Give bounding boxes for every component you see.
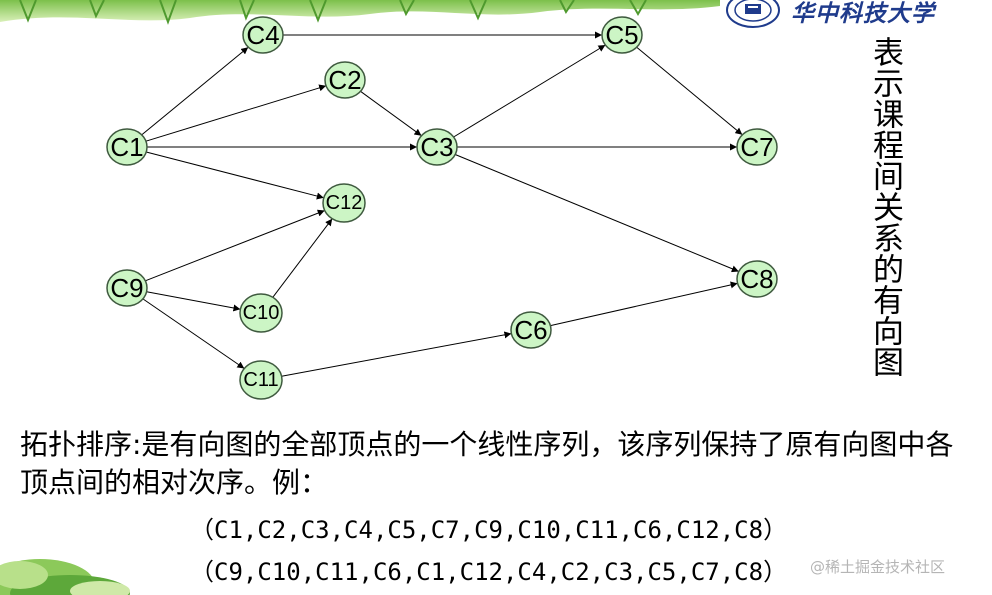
topological-sequence-1: （C1,C2,C3,C4,C5,C7,C9,C10,C11,C6,C12,C8） <box>190 516 788 544</box>
node-circle-c1 <box>106 128 148 166</box>
definition-text: 拓扑排序:是有向图的全部顶点的一个线性序列，该序列保持了原有向图中各顶点间的相对… <box>20 428 954 499</box>
node-c10: C10 <box>239 293 283 333</box>
node-label-c9: C9 <box>110 273 143 303</box>
node-c11: C11 <box>239 360 283 400</box>
node-circle-c6 <box>510 311 552 349</box>
leaf-decoration <box>0 559 130 595</box>
university-name: 华中科技大学 <box>791 0 935 27</box>
node-circle-c2 <box>324 61 366 99</box>
node-c9: C9 <box>106 269 148 307</box>
node-c1: C1 <box>106 128 148 166</box>
edge-c3-c5 <box>453 44 606 138</box>
node-label-c4: C4 <box>246 20 279 50</box>
node-circle-c5 <box>601 16 643 54</box>
grass-banner-decoration <box>0 0 720 25</box>
node-c12: C12 <box>322 183 366 223</box>
university-seal-icon <box>726 0 780 28</box>
edge-c10-c12 <box>272 218 333 298</box>
edge-c3-c8 <box>455 154 739 273</box>
node-circle-c3 <box>416 128 458 166</box>
edge-c1-c12 <box>146 151 324 200</box>
edge-c11-c6 <box>281 331 512 377</box>
edge-c6-c8 <box>550 281 738 327</box>
side-title: 表示课程间关系的有向图 <box>867 36 903 377</box>
node-circle-c4 <box>242 16 284 54</box>
edge-c1-c4 <box>141 46 249 136</box>
node-circle-c10 <box>239 293 283 333</box>
node-circle-c9 <box>106 269 148 307</box>
node-label-c7: C7 <box>740 132 773 162</box>
node-label-c5: C5 <box>605 20 638 50</box>
node-c5: C5 <box>601 16 643 54</box>
edge-c9-c12 <box>145 209 325 282</box>
node-label-c2: C2 <box>328 65 361 95</box>
university-logo-area: 华中科技大学 <box>725 0 992 28</box>
node-label-c3: C3 <box>420 132 453 162</box>
node-label-c11: C11 <box>243 369 278 391</box>
node-circle-c8 <box>736 260 778 298</box>
node-label-c10: C10 <box>243 302 280 324</box>
topological-sequence-2: （C9,C10,C11,C6,C1,C12,C4,C2,C3,C5,C7,C8） <box>190 558 788 586</box>
watermark: @稀土掘金技术社区 <box>810 558 946 576</box>
edge-c5-c7 <box>636 46 743 136</box>
node-label-c12: C12 <box>326 192 363 214</box>
node-c7: C7 <box>736 128 778 166</box>
edge-c9-c11 <box>142 298 245 369</box>
edge-c9-c10 <box>146 291 241 312</box>
graph-edges <box>141 31 743 377</box>
node-label-c1: C1 <box>110 132 143 162</box>
node-label-c6: C6 <box>514 315 547 345</box>
edge-c1-c2 <box>145 84 327 142</box>
edge-c2-c3 <box>360 90 422 137</box>
node-circle-c7 <box>736 128 778 166</box>
node-c3: C3 <box>416 128 458 166</box>
node-circle-c12 <box>322 183 366 223</box>
node-c6: C6 <box>510 311 552 349</box>
node-c2: C2 <box>324 61 366 99</box>
node-label-c8: C8 <box>740 264 773 294</box>
node-circle-c11 <box>239 360 283 400</box>
node-c8: C8 <box>736 260 778 298</box>
node-c4: C4 <box>242 16 284 54</box>
